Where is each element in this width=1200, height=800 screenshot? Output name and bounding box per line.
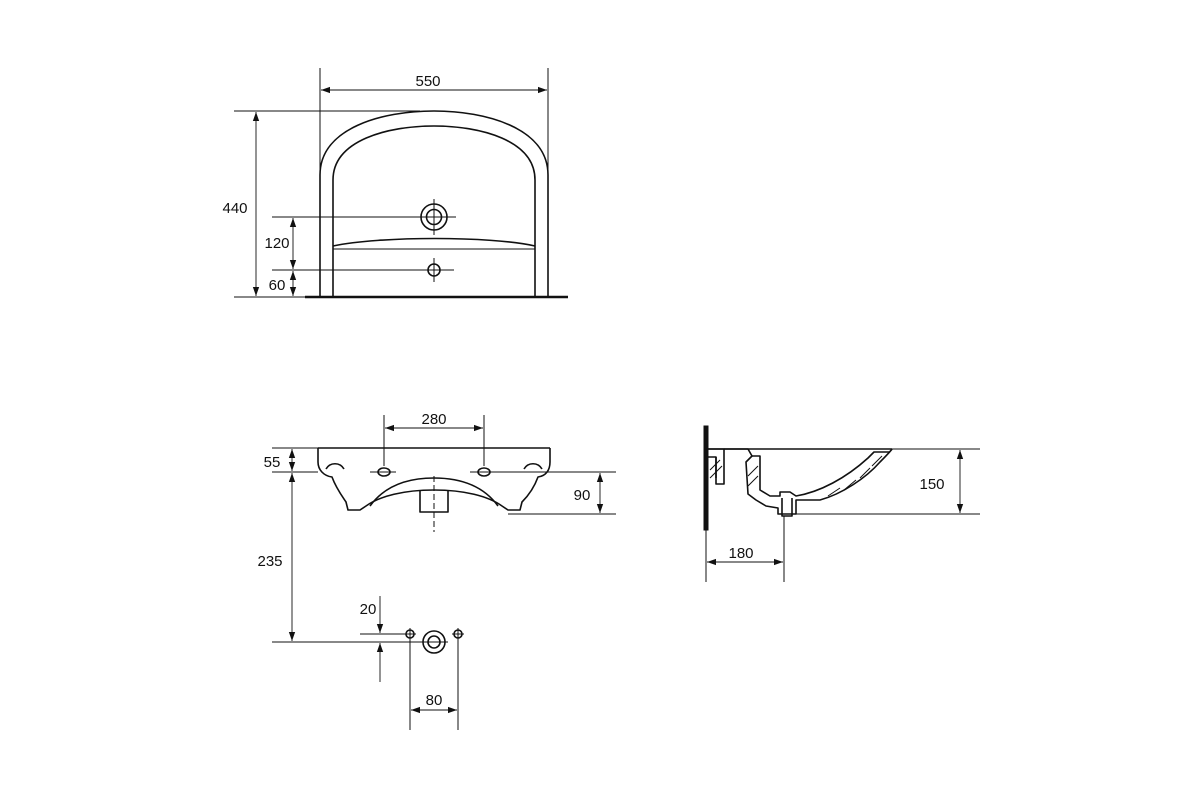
left-fixing-hole-icon	[370, 467, 396, 477]
fixing-height-label: 235	[257, 553, 282, 570]
basin-back-wall	[724, 448, 893, 515]
underside-bowl-curve	[369, 477, 499, 507]
bowl-height-label: 90	[574, 487, 591, 504]
side-view: 150 180	[703, 425, 980, 582]
top-offset-label: 55	[264, 454, 281, 471]
vertical-offset-label: 20	[360, 601, 377, 618]
horizontal-spacing-label: 80	[426, 692, 443, 709]
right-fixing-icon	[452, 628, 464, 640]
basin-section-outline	[708, 448, 725, 485]
tap-offset-label: 120	[264, 235, 289, 252]
drain-connection-icon	[420, 630, 448, 654]
tap-hole-icon	[412, 199, 456, 235]
bowl-front-ledge	[332, 237, 536, 247]
depth-label: 440	[222, 200, 247, 217]
drain-offset-label: 60	[269, 277, 286, 294]
hole-spacing-label: 280	[421, 411, 446, 428]
section-hatch	[709, 455, 883, 497]
left-fixing-icon	[404, 628, 416, 640]
right-lug	[523, 462, 543, 470]
front-view: 280 55 90 235	[257, 411, 616, 643]
fixings-detail: 20 80	[360, 596, 464, 730]
side-height-label: 150	[919, 476, 944, 493]
drain-icon	[414, 258, 454, 282]
top-view: 550 440 120 60	[222, 68, 568, 299]
side-drain-spigot	[781, 498, 793, 517]
right-fixing-hole-icon	[470, 467, 496, 477]
basin-inner-outline	[332, 125, 536, 297]
left-lug	[325, 462, 345, 470]
drain-distance-label: 180	[728, 545, 753, 562]
width-label: 550	[415, 73, 440, 90]
basin-outer-outline	[319, 110, 549, 297]
basin-inner-wall	[715, 451, 890, 497]
wall	[703, 425, 709, 531]
